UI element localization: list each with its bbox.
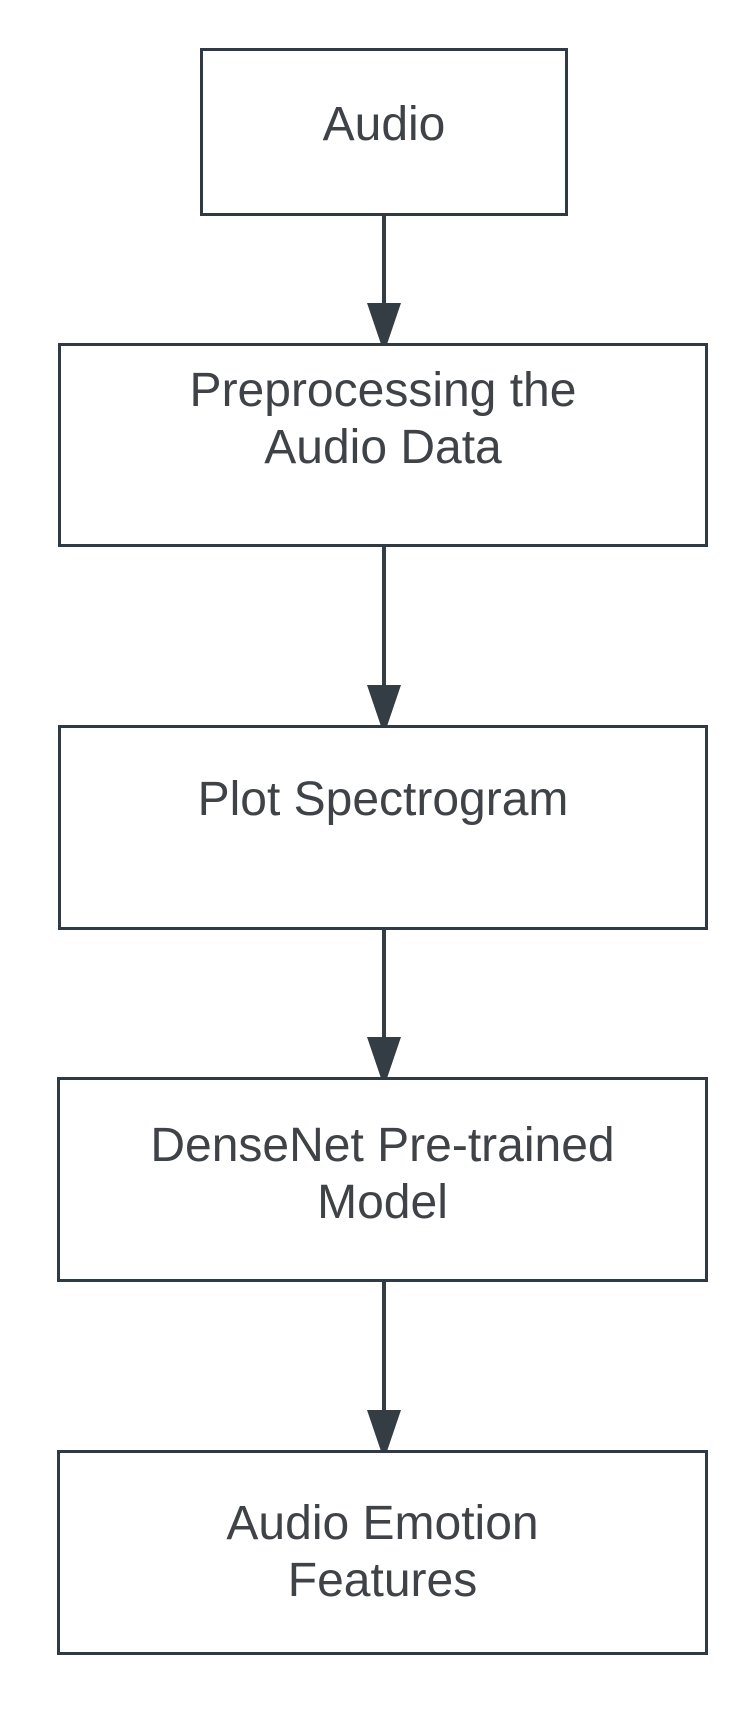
arrow-down-icon bbox=[367, 1282, 401, 1460]
node-label: Audio Emotion Features bbox=[226, 1496, 539, 1607]
node-label: Audio bbox=[322, 97, 446, 151]
flowchart-node-audio: Audio bbox=[200, 48, 568, 216]
flowchart-node-densenet: DenseNet Pre-trained Model bbox=[57, 1077, 708, 1282]
flowchart-node-plot-spectrogram: Plot Spectrogram bbox=[58, 725, 708, 930]
arrow-down-icon bbox=[367, 547, 401, 735]
node-label: DenseNet Pre-trained Model bbox=[150, 1118, 615, 1229]
flowchart-node-audio-emotion-features: Audio Emotion Features bbox=[57, 1450, 708, 1655]
flowchart-node-preprocessing: Preprocessing the Audio Data bbox=[58, 343, 708, 547]
node-label: Plot Spectrogram bbox=[197, 772, 569, 826]
arrow-down-icon bbox=[367, 216, 401, 353]
node-label: Preprocessing the Audio Data bbox=[189, 364, 577, 474]
arrow-down-icon bbox=[367, 930, 401, 1087]
